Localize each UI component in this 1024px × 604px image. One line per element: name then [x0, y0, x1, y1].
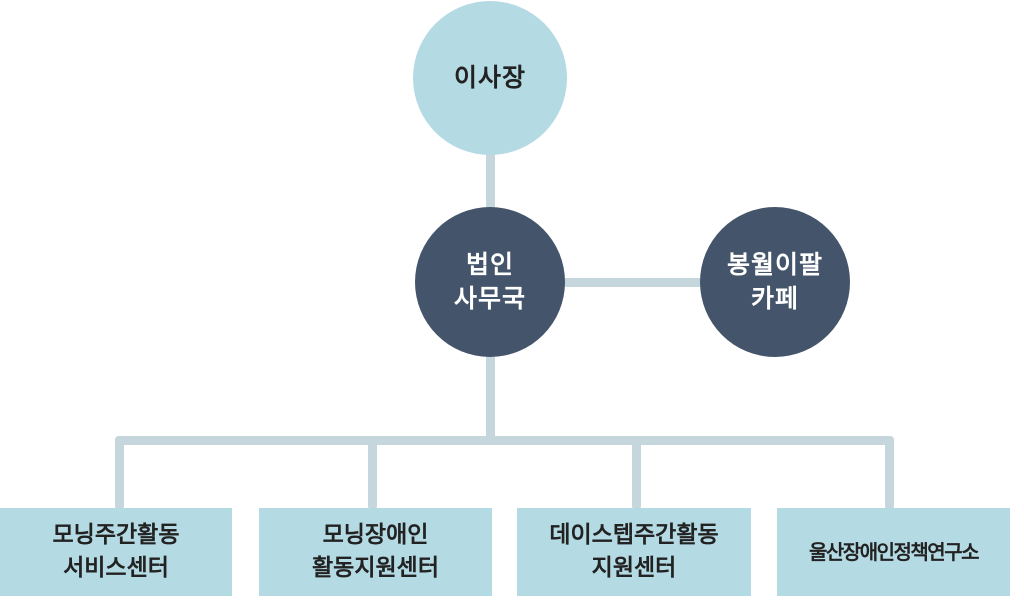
node-corporate-office: 법인 사무국 — [415, 207, 565, 357]
connector-drop-2 — [368, 436, 377, 510]
connector-office-bus — [486, 352, 495, 444]
connector-bus — [115, 436, 894, 445]
unit-label-4: 울산장애인정책연구소 — [809, 539, 980, 564]
connector-chairman-office — [486, 150, 495, 212]
node-chairman: 이사장 — [413, 1, 567, 155]
unit-label-2: 모닝장애인 활동지원센터 — [312, 522, 439, 581]
connector-drop-3 — [632, 436, 641, 510]
node-cafe: 봉월이팔 카페 — [700, 207, 850, 357]
unit-box-1: 모닝주간활동 서비스센터 — [0, 508, 232, 596]
connector-drop-4 — [885, 436, 894, 510]
unit-box-2: 모닝장애인 활동지원센터 — [259, 508, 492, 596]
unit-box-4: 울산장애인정책연구소 — [777, 508, 1010, 596]
unit-box-3: 데이스텝주간활동 지원센터 — [517, 508, 751, 596]
unit-label-1: 모닝주간활동 서비스센터 — [52, 522, 180, 581]
connector-drop-1 — [115, 436, 124, 510]
connector-office-cafe — [555, 278, 710, 287]
node-cafe-label: 봉월이팔 카페 — [726, 250, 823, 313]
unit-label-3: 데이스텝주간활동 지원센터 — [549, 522, 719, 581]
node-chairman-label: 이사장 — [453, 63, 526, 92]
node-corporate-office-label: 법인 사무국 — [453, 250, 526, 313]
